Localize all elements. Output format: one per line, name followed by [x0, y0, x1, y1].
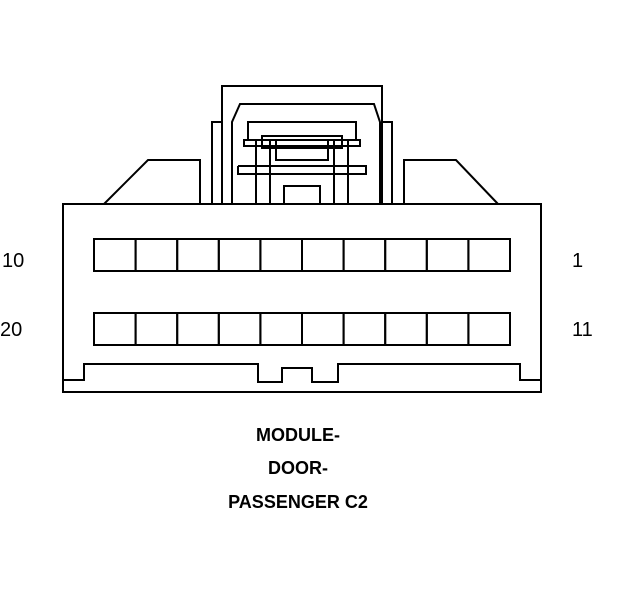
cavity-5: [301, 238, 345, 272]
cavity-15: [301, 312, 345, 346]
cavity-9: [134, 238, 179, 272]
cavity-16: [259, 312, 303, 346]
cavity-19: [134, 312, 179, 346]
caption-line-1: MODULE-: [256, 425, 340, 445]
pin-label-20: 20: [0, 319, 22, 341]
cavity-2: [425, 238, 470, 272]
cavity-20: [93, 312, 137, 346]
cavity-11: [467, 312, 511, 346]
caption-line-2: DOOR-: [268, 458, 328, 478]
cavity-7: [217, 238, 262, 272]
cavity-1: [467, 238, 511, 272]
cavity-10: [93, 238, 137, 272]
cavity-4: [342, 238, 387, 272]
cavity-8: [176, 238, 220, 272]
cavity-13: [384, 312, 428, 346]
pin-label-1: 1: [572, 250, 583, 272]
connector-latch: [211, 85, 393, 204]
caption-line-3: PASSENGER C2: [228, 492, 368, 512]
cavity-18: [176, 312, 220, 346]
cavity-14: [342, 312, 387, 346]
connector-shoulders: [103, 159, 499, 205]
cavity-row-top: [93, 238, 511, 272]
cavity-row-bottom: [93, 312, 511, 346]
cavity-17: [217, 312, 262, 346]
cavity-6: [259, 238, 303, 272]
pin-label-11: 11: [572, 319, 593, 341]
connector-body: [62, 203, 542, 393]
cavity-3: [384, 238, 428, 272]
pin-label-10: 10: [2, 250, 24, 272]
cavity-12: [425, 312, 470, 346]
